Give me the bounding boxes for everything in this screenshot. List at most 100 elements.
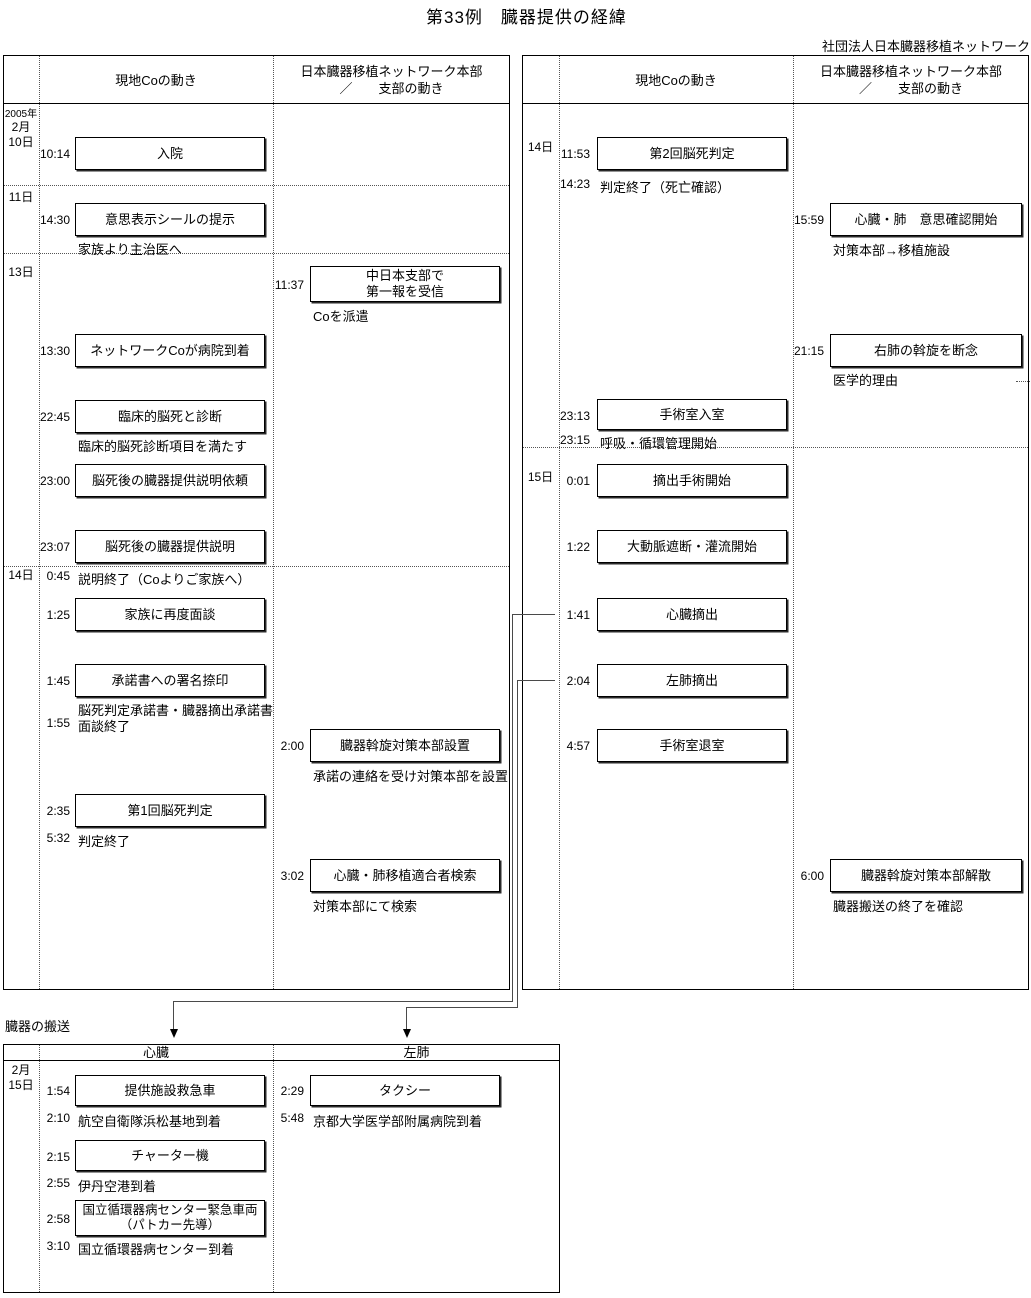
event-box-right-lung-abandoned: 右肺の斡旋を断念 bbox=[830, 334, 1022, 367]
transport-header-lung: 左肺 bbox=[403, 1045, 430, 1060]
event-time: 23:13 bbox=[559, 409, 590, 423]
heart-connector-line bbox=[512, 614, 513, 1002]
transport-section-label: 臓器の搬送 bbox=[5, 1019, 71, 1034]
event-text: 説明終了（Coよりご家族へ） bbox=[78, 572, 251, 587]
left-column-divider bbox=[273, 56, 274, 989]
event-time: 2:10 bbox=[46, 1111, 70, 1125]
event-text: 判定終了（死亡確認） bbox=[600, 180, 731, 195]
date-feb11: 11日 bbox=[8, 190, 34, 204]
event-time: 21:15 bbox=[793, 344, 824, 358]
event-time: 1:41 bbox=[566, 608, 590, 622]
event-box-intent-confirmation: 心臓・肺 意思確認開始 bbox=[830, 203, 1022, 236]
event-note: 対策本部→移植施設 bbox=[833, 243, 951, 258]
event-time: 1:22 bbox=[566, 540, 590, 554]
event-box-second-brain-death-test: 第2回脳死判定 bbox=[597, 137, 787, 170]
left-datecol-divider bbox=[39, 56, 40, 989]
event-time: 5:48 bbox=[280, 1111, 304, 1125]
event-time: 4:57 bbox=[566, 739, 590, 753]
transport-column-divider bbox=[273, 1045, 274, 1292]
right-header-divider bbox=[522, 103, 1029, 104]
event-time: 2:04 bbox=[566, 674, 590, 688]
dotted-artifact bbox=[1016, 381, 1030, 382]
event-box-charter-plane: チャーター機 bbox=[75, 1140, 265, 1171]
right-column-divider bbox=[793, 56, 794, 989]
date-feb14: 14日 bbox=[8, 568, 34, 582]
event-box-first-report: 中日本支部で 第一報を受信 bbox=[310, 266, 500, 302]
event-box-consent-signature: 承諾書への署名捺印 bbox=[75, 664, 265, 697]
event-box-family-meeting: 家族に再度面談 bbox=[75, 598, 265, 631]
left-header-local: 現地Coの動き bbox=[115, 73, 197, 88]
event-box-admission: 入院 bbox=[75, 137, 265, 170]
event-time: 23:07 bbox=[39, 540, 70, 554]
organization-caption: 社団法人日本臓器移植ネットワーク bbox=[822, 39, 1031, 54]
left-rowdivider-10-11 bbox=[4, 185, 509, 186]
event-time: 11:53 bbox=[560, 147, 590, 161]
left-header-hq: 日本臓器移植ネットワーク本部 ／ 支部の動き bbox=[300, 64, 483, 96]
event-note: 承諾の連絡を受け対策本部を設置 bbox=[313, 769, 509, 784]
heart-connector-line bbox=[173, 1001, 174, 1031]
heart-connector-line bbox=[173, 1001, 513, 1002]
event-text: 面談終了 bbox=[78, 719, 131, 734]
event-time: 11:37 bbox=[274, 278, 304, 292]
event-note: 脳死判定承諾書・臓器摘出承諾書 bbox=[78, 703, 274, 718]
event-time: 1:54 bbox=[46, 1084, 70, 1098]
event-text: 呼吸・循環管理開始 bbox=[600, 436, 718, 451]
event-time: 6:00 bbox=[800, 869, 824, 883]
transport-header-heart: 心臓 bbox=[142, 1045, 169, 1060]
event-box-recipient-search: 心臓・肺移植適合者検索 bbox=[310, 859, 500, 892]
event-time: 23:00 bbox=[39, 474, 70, 488]
event-time: 2:35 bbox=[46, 804, 70, 818]
date-feb14-right: 14日 bbox=[527, 140, 554, 154]
event-time: 1:25 bbox=[46, 608, 70, 622]
event-box-or-exit: 手術室退室 bbox=[597, 729, 787, 762]
event-note: 家族より主治医へ bbox=[78, 242, 182, 257]
event-box-emergency-vehicle: 国立循環器病センター緊急車両 （パトカー先導） bbox=[75, 1200, 265, 1236]
date-feb13: 13日 bbox=[8, 265, 34, 279]
event-time: 5:32 bbox=[46, 831, 70, 845]
right-rowdivider-14-15 bbox=[523, 447, 1028, 448]
event-box-hq-disband: 臓器斡旋対策本部解散 bbox=[830, 859, 1022, 892]
right-timeline-table bbox=[522, 55, 1029, 990]
lung-arrow-icon bbox=[403, 1029, 411, 1038]
event-time: 2:58 bbox=[46, 1212, 70, 1226]
event-box-donor-card: 意思表示シールの提示 bbox=[75, 203, 265, 236]
event-time: 3:10 bbox=[46, 1239, 70, 1253]
event-box-co-arrival: ネットワークCoが病院到着 bbox=[75, 334, 265, 367]
event-text: 判定終了 bbox=[78, 834, 131, 849]
event-box-or-entry: 手術室入室 bbox=[597, 399, 787, 430]
event-box-taxi: タクシー bbox=[310, 1075, 500, 1106]
date-year: 2005年 bbox=[4, 109, 38, 120]
event-box-left-lung-removal: 左肺摘出 bbox=[597, 664, 787, 697]
event-time: 0:01 bbox=[566, 474, 590, 488]
event-time: 2:29 bbox=[280, 1084, 304, 1098]
event-box-surgery-start: 摘出手術開始 bbox=[597, 464, 787, 497]
right-datecol-divider bbox=[559, 56, 560, 989]
event-box-clinical-brain-death: 臨床的脳死と診断 bbox=[75, 400, 265, 433]
event-box-hq-setup: 臓器斡旋対策本部設置 bbox=[310, 729, 500, 762]
lung-connector-line bbox=[406, 1007, 518, 1008]
event-time: 14:23 bbox=[559, 177, 590, 191]
event-time: 2:15 bbox=[46, 1150, 70, 1164]
right-header-local: 現地Coの動き bbox=[635, 73, 717, 88]
event-time: 2:55 bbox=[46, 1176, 70, 1190]
event-time: 13:30 bbox=[39, 344, 70, 358]
date-feb15-transport: 2月 15日 bbox=[8, 1063, 34, 1092]
left-rowdivider-11-13 bbox=[4, 253, 509, 254]
lung-connector-line bbox=[517, 680, 518, 1008]
heart-arrow-icon bbox=[170, 1029, 178, 1038]
event-box-donor-ambulance: 提供施設救急車 bbox=[75, 1075, 265, 1106]
event-note: 京都大学医学部附属病院到着 bbox=[313, 1114, 483, 1129]
transport-datecol-divider bbox=[39, 1045, 40, 1292]
event-note: 伊丹空港到着 bbox=[78, 1179, 157, 1194]
left-rowdivider-13-14 bbox=[4, 566, 509, 567]
left-header-divider bbox=[3, 103, 510, 104]
event-time: 14:30 bbox=[39, 213, 70, 227]
event-box-heart-removal: 心臓摘出 bbox=[597, 598, 787, 631]
event-box-explanation: 脳死後の臓器提供説明 bbox=[75, 530, 265, 563]
date-feb10: 2月 10日 bbox=[8, 120, 34, 149]
event-time: 1:55 bbox=[46, 716, 70, 730]
date-feb15-right: 15日 bbox=[527, 470, 554, 484]
event-note: 臨床的脳死診断項目を満たす bbox=[78, 439, 248, 454]
event-time: 0:45 bbox=[46, 569, 70, 583]
